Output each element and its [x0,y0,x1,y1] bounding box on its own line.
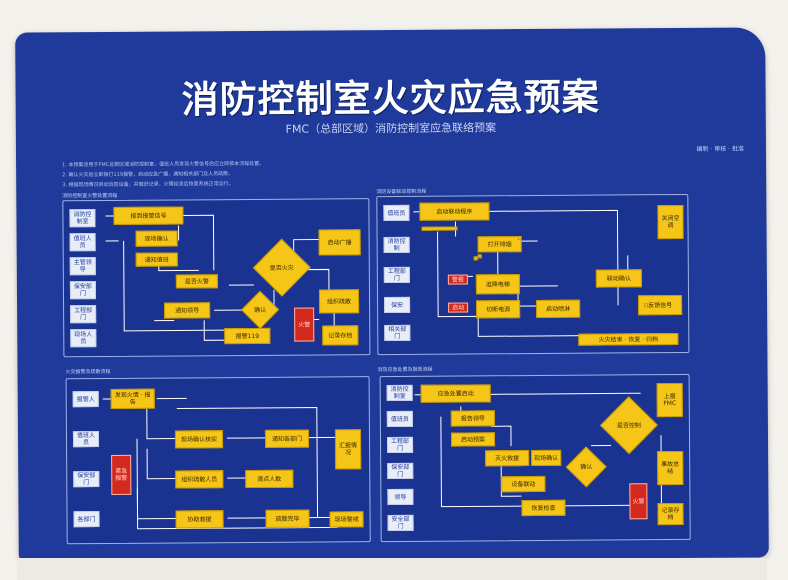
flow-node: 设备联动 [501,475,546,493]
flow-node: 现场确认核实 [174,430,224,449]
flow-node: 接到报警信号 [113,206,184,225]
role-label: 现场人员 [70,329,97,348]
flowchart-panel-4: 消防控制室 值班员 工程部门 保安部门 领导 安全部门 应急处置启动 报告领导 … [379,373,691,543]
flow-node: 现场确认 [135,230,178,247]
flowchart-panel-3: 报警人 值班人员 保安部门 各部门 发现火情 · 报告 现场确认核实 通知各部门… [65,376,371,545]
panel-label: 消防控制室火警处置流程 [62,192,118,200]
bottom-floor [17,558,767,580]
flow-node: 启动预案 [450,432,496,447]
role-label: 各部门 [73,511,100,528]
role-label: 安全部门 [387,514,414,532]
decision-text: 确认 [254,306,267,314]
decision-node: 确认 [242,292,278,328]
role-label: 工程部门 [386,436,414,454]
flow-node: 恢复检查 [521,499,566,517]
role-label: 值班员 [383,204,410,222]
role-label: 值班员 [386,410,413,428]
alarm-label: 紧急报警 [111,454,132,495]
decision-text: 是否火灾 [269,264,294,272]
role-label: 相关部门 [384,324,411,342]
flowchart-panel-2: 值班员 消防控制 工程部门 保安 相关部门 启动联动程序 打开排烟 关闭空调 迫… [376,193,690,356]
role-label: 消防控制室 [386,384,413,402]
intro-line: 3. 根据现场情况启动消防设备，并做好记录，火情结束后恢复系统正常运行。 [62,181,234,189]
flow-node: 报告领导 [450,410,495,427]
flow-node: 汇报情况 [334,429,362,470]
alarm-label: 警报 [447,274,468,285]
decision-node: 是否火灾 [254,240,310,296]
alarm-label: 火警 [629,483,648,520]
decision-node: 确认 [567,448,605,486]
flow-node: 联动确认 [595,269,642,288]
flow-node-hidden: 设备复位 [477,254,482,259]
role-label: 消防控制室 [69,209,96,228]
panel-label: 消防应急处置及报告流程 [377,366,433,374]
flow-node: 组织疏散人员 [175,470,224,489]
role-label: 保安部门 [69,281,97,300]
role-label: 工程部门 [70,305,97,324]
flow-node: 通知各部门 [264,429,310,448]
role-label: 主管领导 [69,257,96,276]
flow-node: 清点人数 [245,469,294,489]
flow-node: 记录存档 [657,502,684,526]
flow-node: 现场确认 [531,449,562,467]
flow-node: 通知值班 [135,252,178,267]
role-label: 报警人 [72,391,99,408]
board-title: 消防控制室火灾应急预案 [181,75,600,122]
role-label: 消防控制 [383,236,410,254]
role-label: 保安部门 [73,471,100,488]
alarm-label: 火警 [294,307,315,342]
flow-node: 组织疏散 [318,289,360,314]
intro-text: 1. 本预案适用于FMC总部区域消防控制室，值班人员发现火警信号后应立即按本流程… [62,157,512,190]
flow-node: 启动喷淋 [536,299,581,318]
role-label: 值班人员 [72,431,100,448]
flow-node: 通知领导 [164,302,211,319]
flow-node: 启动广播 [318,229,361,256]
flow-node: 上报FMC [656,382,683,418]
flow-node: 报警119 [224,327,271,345]
flow-node: 关闭空调 [657,204,684,240]
approval-note: 编制 · 审核 · 批准 [696,145,745,153]
panel-label: 消防设备联动控制流程 [376,188,427,196]
flow-node: 应急处置启动 [420,384,491,403]
role-label: 领导 [387,488,414,506]
decision-text: 确认 [580,463,593,471]
flow-node: 是否火警 [175,274,218,289]
flow-node: 灭火救援 [485,450,530,467]
role-label: 保安 [384,296,411,314]
role-label: 工程部门 [383,266,410,284]
role-label: 值班人员 [69,233,96,252]
flow-node-hidden [644,303,649,308]
flow-node: 火灾结束 · 恢复 · 归档 [578,333,679,346]
flow-node: 现场警戒 [329,511,364,528]
decision-node: 是否控制 [601,397,657,453]
flow-node-hidden [517,236,522,241]
decision-text: 是否控制 [616,421,641,429]
flow-node: 疏散完毕 [265,509,310,528]
flow-node: 迫降电梯 [475,274,520,295]
flow-node: 协助救援 [175,510,224,529]
emergency-plan-board: 消防控制室火灾应急预案 FMC（总部区域）消防控制室应急联络预案 编制 · 审核… [15,27,769,563]
flow-node: 事故总结 [657,450,684,486]
role-label: 保安部门 [387,462,414,480]
flow-node: 切断电源 [476,300,521,319]
flow-node: 发现火情 · 报告 [110,388,155,409]
flowchart-panel-1: 消防控制室 值班人员 主管领导 保安部门 工程部门 现场人员 接到报警信号 现场… [62,198,371,358]
flow-node: 打开排烟 [477,236,522,253]
flow-node: 启动联动程序 [419,202,490,221]
alarm-label: 启动 [448,302,469,313]
flow-node: 记录存档 [322,325,359,346]
panel-label: 火灾报警及疏散流程 [65,368,111,376]
flow-node-hidden [421,226,458,231]
